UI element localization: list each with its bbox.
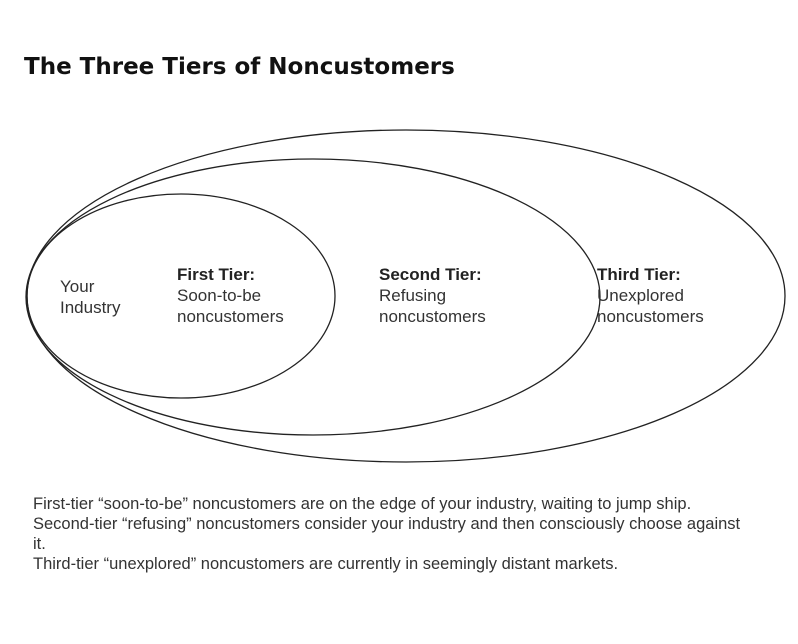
second-tier-label: Second Tier: Refusing noncustomers [379,264,486,327]
third-tier-label: Third Tier: Unexplored noncustomers [597,264,704,327]
caption: First-tier “soon-to-be” noncustomers are… [33,494,753,574]
your-industry-label: Your Industry [60,276,120,318]
tier-line2: noncustomers [597,307,704,326]
industry-line2: Industry [60,298,121,317]
caption-line: First-tier “soon-to-be” noncustomers are… [33,495,692,513]
tier-line1: Unexplored [597,286,684,305]
page-title: The Three Tiers of Noncustomers [24,54,455,80]
industry-line1: Your [60,277,95,296]
tier-line2: noncustomers [379,307,486,326]
first-tier-ellipse [26,193,336,399]
tier-heading: Third Tier: [597,265,681,284]
tier-line2: noncustomers [177,307,284,326]
tier-line1: Refusing [379,286,447,305]
tier-heading: First Tier: [177,265,256,284]
first-tier-label: First Tier: Soon-to-be noncustomers [177,264,284,327]
second-tier-ellipse [25,158,601,436]
tier-heading: Second Tier: [379,265,482,284]
caption-line: Second-tier “refusing” noncustomers cons… [33,515,741,553]
tier-line1: Soon-to-be [177,286,262,305]
caption-line: Third-tier “unexplored” noncustomers are… [33,555,619,573]
